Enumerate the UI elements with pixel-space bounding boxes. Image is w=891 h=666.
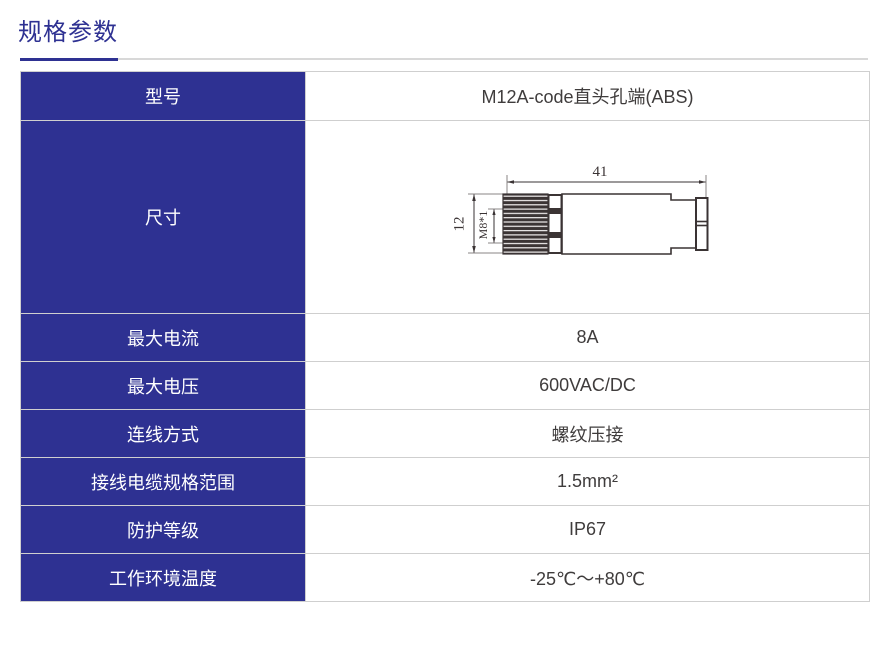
row-max-current-label: 最大电流 bbox=[21, 314, 305, 361]
thread-spec-text: M8*1 bbox=[475, 211, 489, 240]
row-wiring-method-label: 连线方式 bbox=[21, 410, 305, 457]
row-protection-label: 防护等级 bbox=[21, 506, 305, 553]
coupling-nut bbox=[501, 193, 549, 255]
row-dimensions-label: 尺寸 bbox=[21, 121, 305, 313]
row-dimensions-value: 41 12 M8*1 bbox=[306, 121, 869, 313]
title-underline-accent bbox=[20, 58, 118, 61]
row-protection-value: IP67 bbox=[306, 506, 869, 553]
spec-table: 型号 M12A-code直头孔端(ABS) 尺寸 41 bbox=[20, 71, 870, 602]
title-underline bbox=[20, 58, 868, 61]
row-max-voltage-label: 最大电压 bbox=[21, 362, 305, 409]
dimension-drawing: 41 12 M8*1 bbox=[451, 164, 708, 255]
dim-41-text: 41 bbox=[592, 164, 607, 180]
row-wiring-method-value: 螺纹压接 bbox=[306, 410, 869, 457]
row-temperature-value: -25℃～+80℃ bbox=[306, 554, 869, 601]
dim-12-text: 12 bbox=[451, 217, 467, 232]
row-cable-spec-label: 接线电缆规格范围 bbox=[21, 458, 305, 505]
row-temperature-label: 工作环境温度 bbox=[21, 554, 305, 601]
connector-body bbox=[560, 193, 697, 255]
title-underline-gray bbox=[118, 58, 868, 60]
row-model-value: M12A-code直头孔端(ABS) bbox=[306, 72, 869, 120]
row-max-current-value: 8A bbox=[306, 314, 869, 361]
row-max-voltage-value: 600VAC/DC bbox=[306, 362, 869, 409]
row-model-label: 型号 bbox=[21, 72, 305, 120]
rear-cap bbox=[694, 197, 708, 251]
row-cable-spec-value: 1.5mm² bbox=[306, 458, 869, 505]
page-title: 规格参数 bbox=[18, 19, 118, 46]
